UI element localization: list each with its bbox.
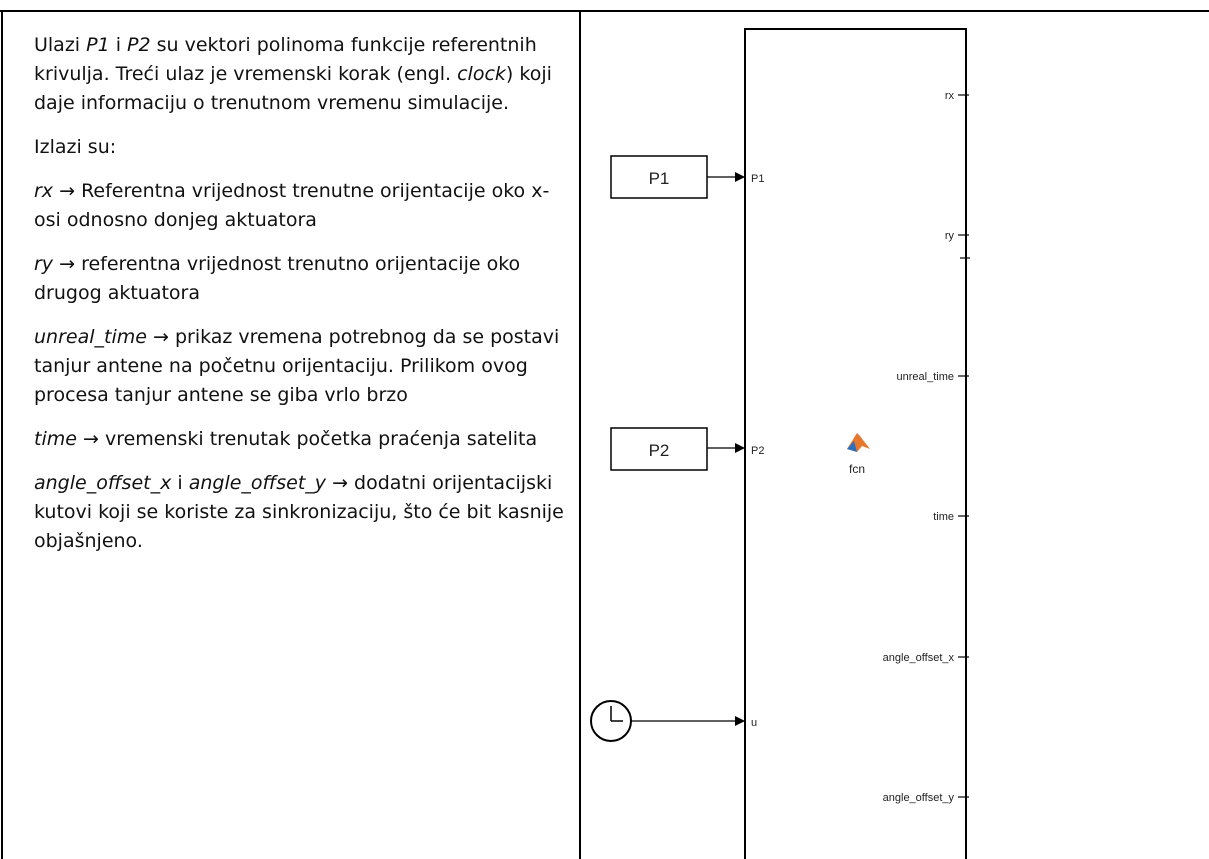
function-name-label: fcn — [849, 462, 865, 476]
constant-p2-label: P2 — [649, 441, 670, 460]
output-port-angle-offset-x[interactable]: angle_offset_x — [883, 652, 969, 664]
output-label-unreal-time: unreal_time — [897, 371, 954, 383]
port-label-p2: P2 — [751, 445, 764, 457]
output-label-rx: rx — [945, 90, 955, 102]
output-port-time[interactable]: time — [933, 511, 969, 523]
table-left-border — [1, 10, 3, 859]
output-port-rx[interactable]: rx — [945, 90, 969, 102]
output-label-ry: ry — [945, 230, 955, 242]
output-ry: ry → referentna vrijednost trenutno orij… — [34, 253, 521, 304]
output-angle-offsets: angle_offset_x i angle_offset_y → dodatn… — [34, 472, 564, 552]
output-label-time: time — [933, 511, 954, 523]
output-label-angle-offset-y: angle_offset_y — [883, 792, 955, 804]
output-port-ry[interactable]: ry — [945, 230, 969, 242]
constant-p1-label: P1 — [649, 169, 670, 188]
output-port-angle-offset-y[interactable]: angle_offset_y — [883, 792, 969, 804]
output-time: time → vremenski trenutak početka praćen… — [34, 428, 538, 450]
port-label-u: u — [751, 717, 757, 729]
constant-block-p1[interactable] — [610, 155, 708, 199]
output-unreal-time: unreal_time → prikaz vremena potrebnog d… — [34, 326, 560, 406]
intro-paragraph: Ulazi P1 i P2 su vektori polinoma funkci… — [34, 34, 552, 114]
output-rx: rx → Referentna vrijednost trenutne orij… — [34, 180, 550, 231]
output-label-angle-offset-x: angle_offset_x — [883, 652, 955, 664]
matlab-logo-icon — [847, 433, 870, 452]
constant-block-p2[interactable] — [610, 427, 708, 471]
output-port-unreal-time[interactable]: unreal_time — [897, 371, 969, 383]
outputs-heading: Izlazi su: — [34, 136, 117, 158]
table-column-divider — [579, 10, 581, 859]
table-top-border — [0, 10, 1209, 12]
description-cell: Ulazi P1 i P2 su vektori polinoma funkci… — [34, 31, 569, 571]
port-label-p1: P1 — [751, 173, 764, 185]
